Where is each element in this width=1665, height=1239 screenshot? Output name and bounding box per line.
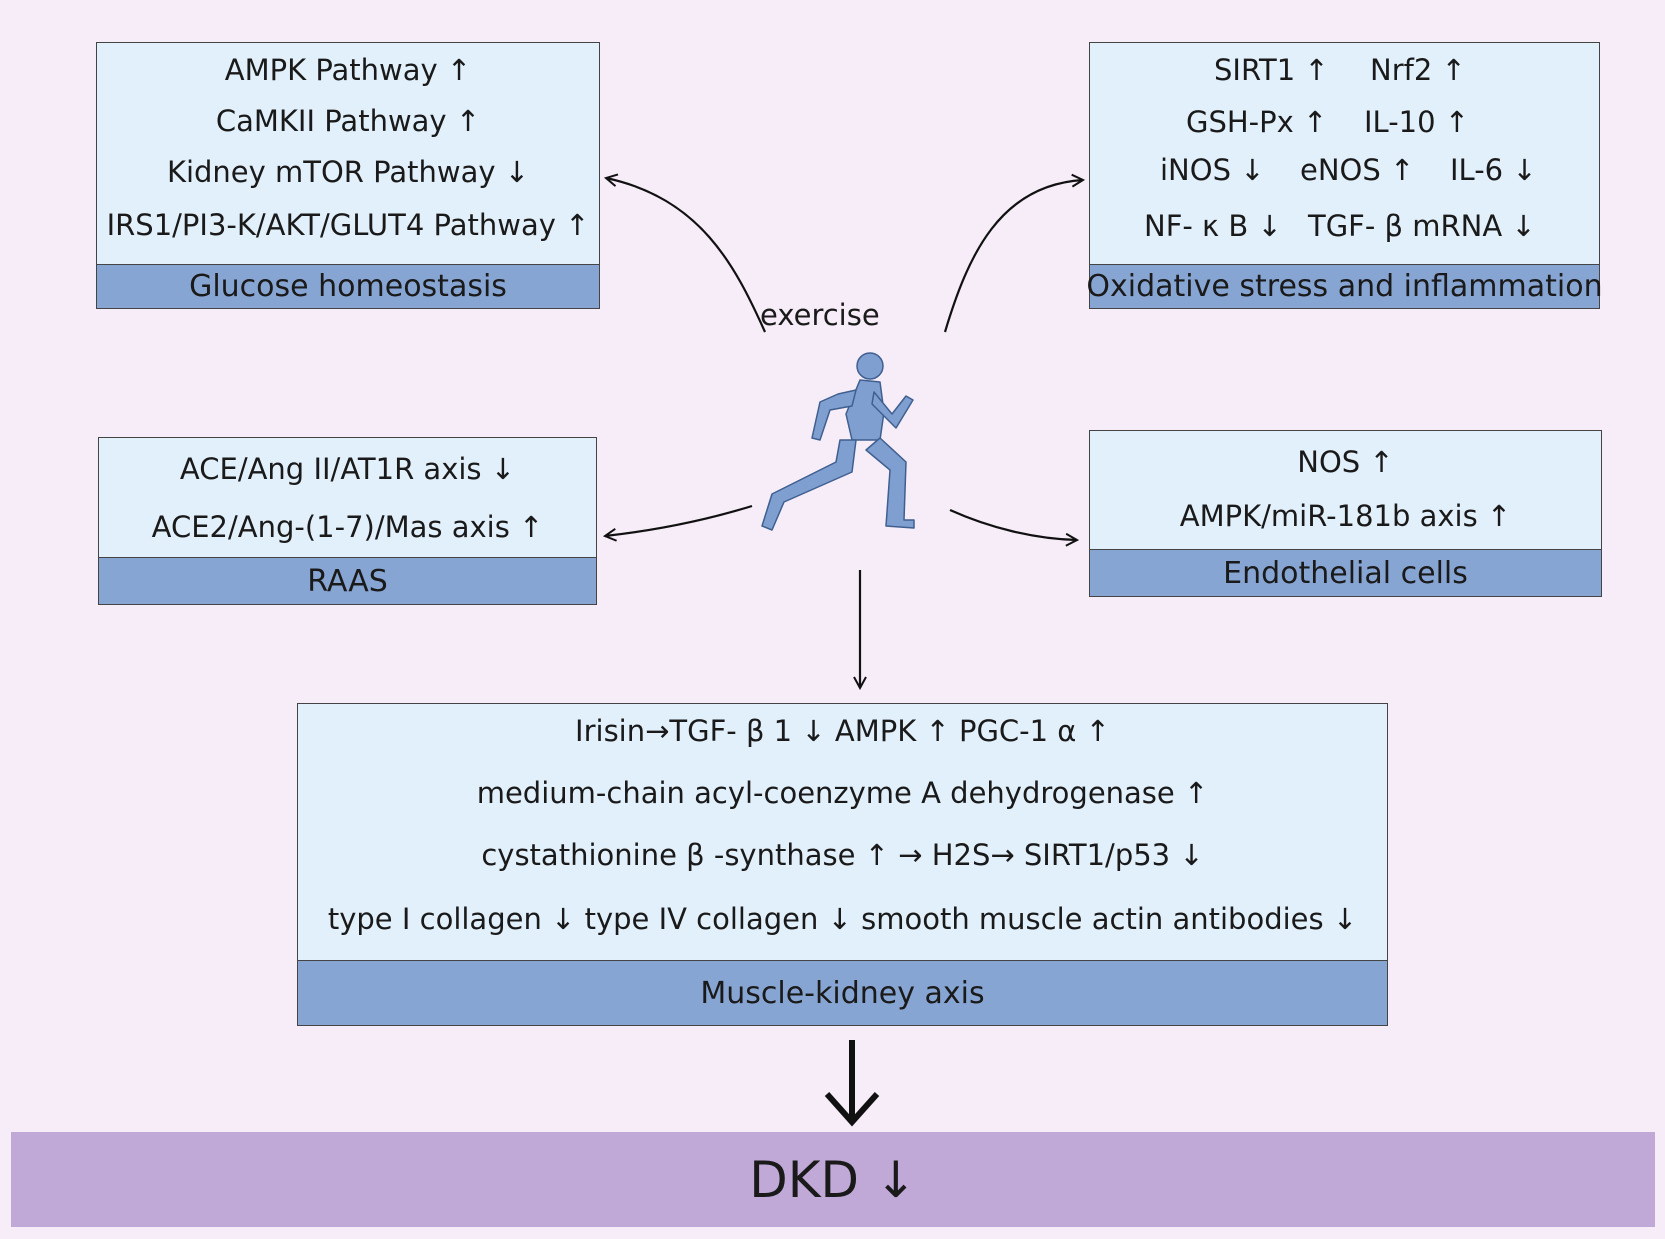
endothelial-line-1: NOS ↑: [1297, 445, 1394, 479]
dkd-outcome-bar: DKD ↓: [11, 1132, 1655, 1227]
nrf2-item: Nrf2 ↑: [1370, 53, 1466, 87]
muscle-line-2: medium-chain acyl-coenzyme A dehydrogena…: [476, 776, 1209, 810]
endothelial-cells-box: NOS ↑ AMPK/miR-181b axis ↑ Endothelial c…: [1089, 430, 1602, 597]
glucose-homeostasis-box: AMPK Pathway ↑ CaMKII Pathway ↑ Kidney m…: [96, 42, 600, 309]
muscle-kidney-title: Muscle-kidney axis: [298, 960, 1387, 1025]
nfkb-item: NF- κ B ↓: [1144, 209, 1282, 243]
inos-item: iNOS ↓: [1160, 153, 1265, 187]
arrow-to-glucose: [606, 178, 767, 333]
runner-icon: [761, 352, 915, 531]
arrow-to-oxidative: [943, 180, 1083, 333]
glucose-line-3: Kidney mTOR Pathway ↓: [166, 155, 530, 189]
glucose-line-4: IRS1/PI3-K/AKT/GLUT4 Pathway ↑: [106, 208, 590, 242]
muscle-line-4: type I collagen ↓ type IV collagen ↓ smo…: [327, 902, 1358, 936]
arrow-to-endothelial: [949, 508, 1077, 540]
dkd-label: DKD ↓: [749, 1150, 917, 1209]
endothelial-cells-title: Endothelial cells: [1090, 549, 1601, 596]
il6-item: IL-6 ↓: [1450, 153, 1537, 187]
oxidative-stress-box: SIRT1 ↑ Nrf2 ↑ GSH-Px ↑ IL-10 ↑ iNOS ↓ e…: [1086, 42, 1603, 309]
exercise-label: exercise: [760, 298, 880, 332]
sirt1-item: SIRT1 ↑: [1214, 53, 1329, 87]
raas-box: ACE/Ang II/AT1R axis ↓ ACE2/Ang-(1-7)/Ma…: [98, 437, 597, 605]
muscle-kidney-box: Irisin→TGF- β 1 ↓ AMPK ↑ PGC-1 α ↑ mediu…: [297, 703, 1388, 1026]
glucose-homeostasis-title: Glucose homeostasis: [97, 264, 599, 308]
raas-title: RAAS: [99, 557, 596, 604]
muscle-line-1: Irisin→TGF- β 1 ↓ AMPK ↑ PGC-1 α ↑: [575, 714, 1110, 748]
enos-item: eNOS ↑: [1300, 153, 1415, 187]
glucose-line-1: AMPK Pathway ↑: [224, 53, 472, 87]
tgfb-mrna-item: TGF- β mRNA ↓: [1308, 209, 1536, 243]
arrow-to-raas: [605, 504, 753, 536]
oxidative-stress-title: Oxidative stress and inflammation: [1086, 264, 1603, 308]
raas-line-2: ACE2/Ang-(1-7)/Mas axis ↑: [151, 510, 544, 544]
glucose-line-2: CaMKII Pathway ↑: [215, 104, 481, 138]
endothelial-line-2: AMPK/miR-181b axis ↑: [1179, 499, 1512, 533]
gshpx-item: GSH-Px ↑: [1186, 105, 1328, 139]
arrow-to-dkd: [824, 1040, 880, 1127]
raas-line-1: ACE/Ang II/AT1R axis ↓: [179, 452, 516, 486]
il10-item: IL-10 ↑: [1364, 105, 1470, 139]
muscle-line-3: cystathionine β -synthase ↑ → H2S→ SIRT1…: [481, 838, 1204, 872]
